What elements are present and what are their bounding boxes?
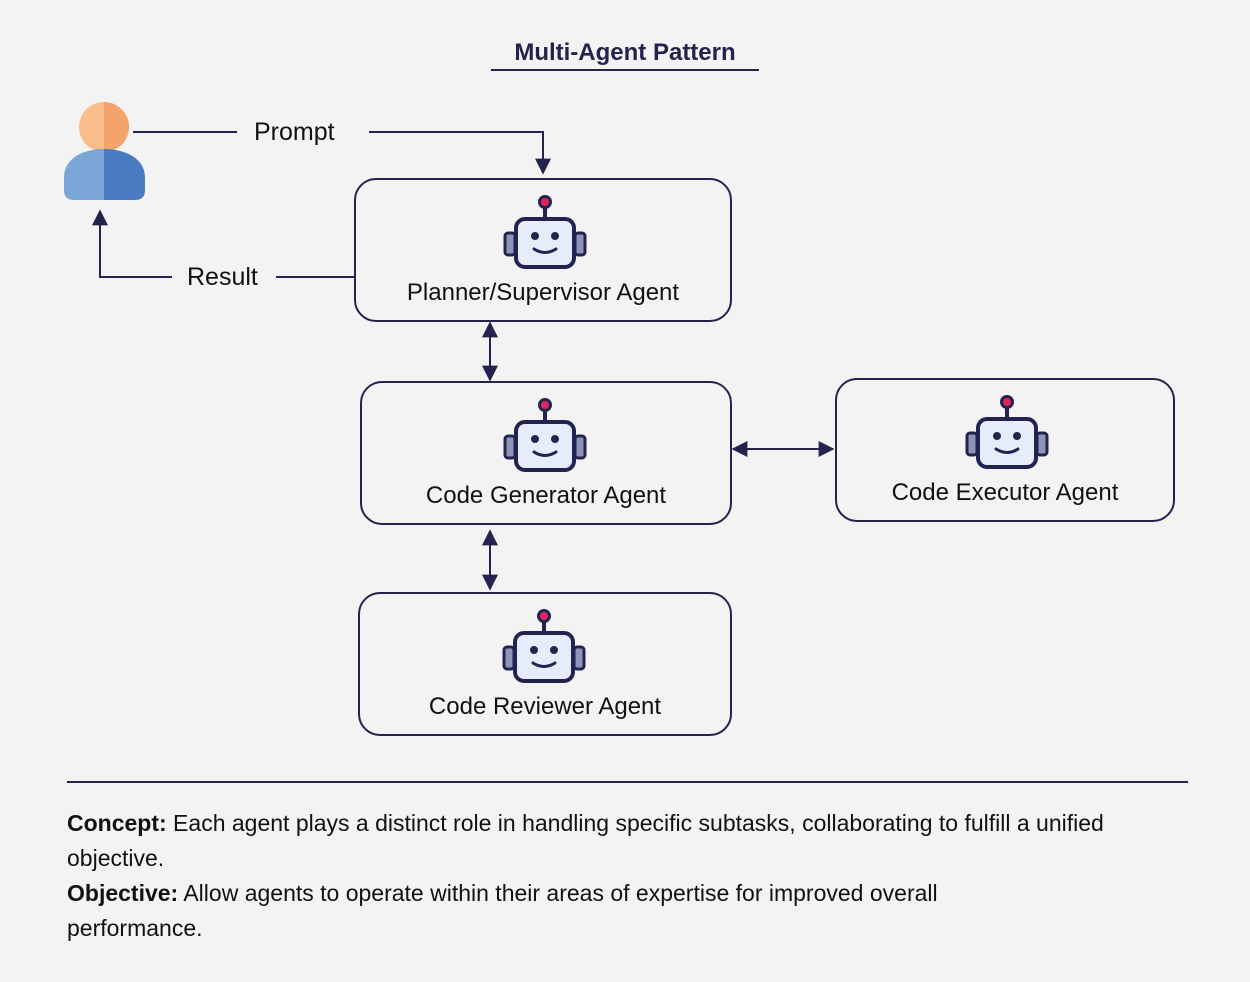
reviewer-agent-label: Code Reviewer Agent: [428, 693, 662, 720]
executor-agent-label: Code Executor Agent: [891, 479, 1119, 506]
section-divider: [67, 781, 1188, 783]
concept-text: Each agent plays a distinct role in hand…: [67, 810, 1104, 871]
objective-note: Objective: Allow agents to operate withi…: [67, 876, 1007, 946]
concept-label: Concept:: [67, 810, 167, 836]
generator-agent-node: Code Generator Agent: [360, 381, 732, 525]
prompt-label: Prompt: [254, 118, 335, 146]
objective-text: Allow agents to operate within their are…: [67, 880, 938, 941]
description-notes: Concept: Each agent plays a distinct rol…: [67, 806, 1197, 946]
result-arrow: [92, 209, 172, 278]
planner-agent-node: Planner/Supervisor Agent: [354, 178, 732, 322]
reviewer-agent-node: Code Reviewer Agent: [358, 592, 732, 736]
prompt-arrow: [369, 131, 551, 175]
robot-icon: [503, 195, 587, 269]
page-title: Multi-Agent Pattern: [491, 37, 759, 71]
concept-note: Concept: Each agent plays a distinct rol…: [67, 806, 1197, 876]
result-label: Result: [187, 263, 258, 291]
robot-icon: [502, 609, 586, 683]
executor-agent-node: Code Executor Agent: [835, 378, 1175, 522]
planner-agent-label: Planner/Supervisor Agent: [406, 279, 680, 306]
robot-icon: [503, 398, 587, 472]
generator-agent-label: Code Generator Agent: [425, 482, 667, 509]
user-icon: [64, 102, 145, 200]
objective-label: Objective:: [67, 880, 179, 906]
robot-icon: [965, 395, 1049, 469]
